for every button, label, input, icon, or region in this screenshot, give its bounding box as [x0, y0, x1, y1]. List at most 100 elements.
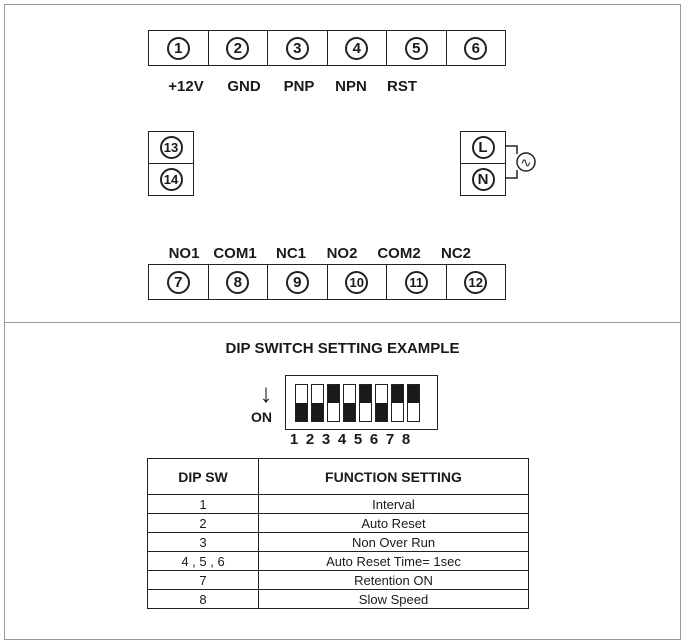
terminal-l: L	[461, 132, 505, 164]
terminal-number: 1	[166, 36, 190, 60]
dip-switch-knob	[408, 385, 419, 403]
label-pnp: PNP	[283, 78, 315, 95]
dip-switch-5	[359, 384, 372, 422]
table-cell: Non Over Run	[258, 532, 529, 552]
dip-number: 3	[321, 431, 331, 448]
terminal-11: 11	[387, 265, 447, 299]
dip-number: 7	[385, 431, 395, 448]
terminal-10: 10	[328, 265, 387, 299]
down-arrow-icon: ↓	[259, 378, 273, 408]
dip-number: 2	[305, 431, 315, 448]
table-cell: Interval	[258, 494, 529, 514]
table-cell: 7	[147, 570, 259, 590]
ac-sine-symbol: ∿	[521, 156, 532, 171]
terminal-letter: N	[471, 168, 495, 191]
dip-switch-1	[295, 384, 308, 422]
table-cell: Auto Reset Time= 1sec	[258, 551, 529, 571]
dip-switch-knob	[360, 385, 371, 403]
table-cell: Auto Reset	[258, 513, 529, 533]
terminal-number: 13	[159, 136, 183, 159]
dip-number: 8	[401, 431, 411, 448]
header-dip-sw: DIP SW	[147, 458, 259, 495]
wiring-diagram-panel	[4, 4, 681, 324]
dip-switch-row	[295, 384, 420, 422]
header-function-setting: FUNCTION SETTING	[258, 458, 529, 495]
dip-switch-numbers: 1 2 3 4 5 6 7 8	[286, 431, 414, 448]
terminal-1: 1	[149, 31, 209, 65]
dip-switch-block	[285, 375, 438, 430]
terminal-number: 3	[285, 36, 309, 60]
dip-number: 1	[289, 431, 299, 448]
terminal-number: 6	[464, 36, 488, 60]
dip-switch-knob	[296, 403, 307, 421]
dip-number: 6	[369, 431, 379, 448]
terminal-8: 8	[209, 265, 268, 299]
label-12v: +12V	[168, 78, 204, 95]
table-cell: 8	[147, 589, 259, 609]
terminal-number: 10	[345, 270, 369, 294]
terminal-14: 14	[149, 164, 193, 195]
top-terminal-labels: +12V GND PNP NPN RST	[162, 78, 424, 95]
terminal-letter: L	[471, 136, 495, 159]
dip-switch-knob	[312, 403, 323, 421]
terminal-number: 5	[404, 36, 428, 60]
terminal-number: 11	[404, 270, 428, 294]
label-no1: NO1	[168, 245, 200, 262]
dip-number: 5	[353, 431, 363, 448]
dip-number: 4	[337, 431, 347, 448]
label-nc2: NC2	[440, 245, 471, 262]
terminal-strip-top: 1 2 3 4 5 6	[148, 30, 506, 66]
terminal-number: 12	[464, 270, 488, 294]
terminal-13: 13	[149, 132, 193, 164]
terminal-number: 7	[166, 270, 190, 294]
table-cell: Retention ON	[258, 570, 529, 590]
label-com2: COM2	[377, 245, 421, 262]
terminal-12: 12	[447, 265, 506, 299]
label-gnd: GND	[227, 78, 261, 95]
table-cell: 3	[147, 532, 259, 552]
table-cell: 1	[147, 494, 259, 514]
on-label: ON	[251, 409, 272, 425]
terminal-number: 2	[226, 36, 250, 60]
dip-switch-4	[343, 384, 356, 422]
dip-switch-knob	[344, 403, 355, 421]
dip-switch-6	[375, 384, 388, 422]
terminal-number: 14	[159, 168, 183, 191]
terminal-5: 5	[387, 31, 447, 65]
ac-source-icon: ∿	[505, 145, 536, 179]
table-cell: 2	[147, 513, 259, 533]
terminal-number: 8	[226, 270, 250, 294]
terminal-n: N	[461, 164, 505, 195]
dip-switch-3	[327, 384, 340, 422]
terminal-4: 4	[328, 31, 387, 65]
label-rst: RST	[387, 78, 417, 95]
label-com1: COM1	[213, 245, 257, 262]
terminal-strip-power: L N	[460, 131, 506, 196]
terminal-strip-bottom: 7 8 9 10 11 12	[148, 264, 506, 300]
label-no2: NO2	[326, 245, 358, 262]
table-cell: 4 , 5 , 6	[147, 551, 259, 571]
dip-switch-8	[407, 384, 420, 422]
label-nc1: NC1	[275, 245, 306, 262]
terminal-number: 9	[285, 270, 309, 294]
terminal-6: 6	[447, 31, 506, 65]
table-header-row: DIP SW FUNCTION SETTING	[147, 458, 529, 495]
dip-switch-knob	[376, 403, 387, 421]
terminal-3: 3	[268, 31, 328, 65]
relay-terminal-labels: NO1 COM1 NC1 NO2 COM2 NC2	[163, 245, 481, 262]
terminal-9: 9	[268, 265, 328, 299]
terminal-strip-left: 13 14	[148, 131, 194, 196]
dip-switch-knob	[328, 385, 339, 403]
terminal-number: 4	[345, 36, 369, 60]
label-npn: NPN	[335, 78, 367, 95]
terminal-7: 7	[149, 265, 209, 299]
dip-switch-7	[391, 384, 404, 422]
table-cell: Slow Speed	[258, 589, 529, 609]
